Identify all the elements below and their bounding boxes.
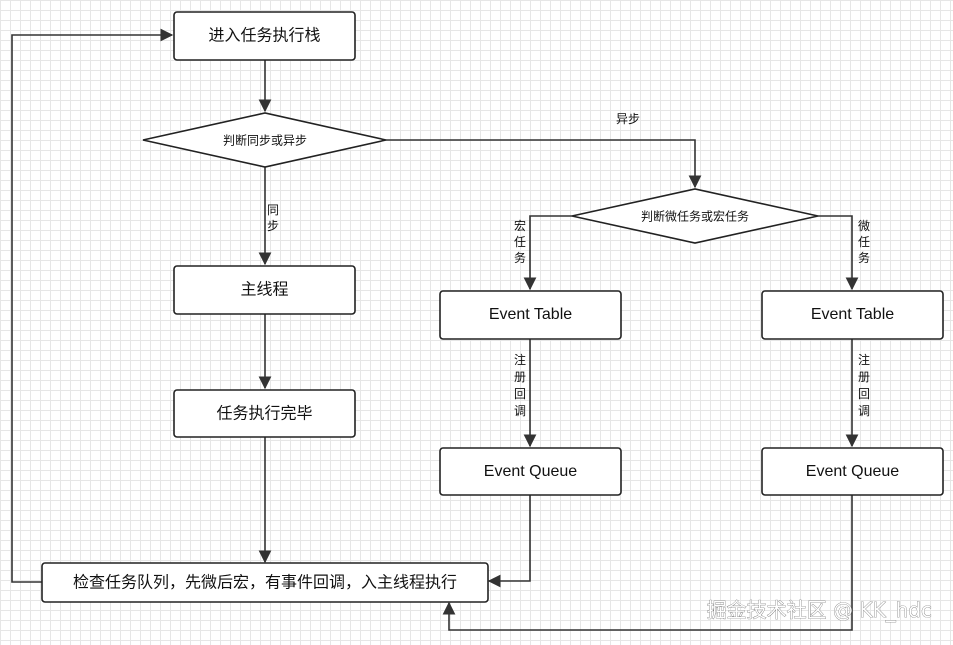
node-event-queue-macro-label: Event Queue [484, 463, 578, 480]
node-event-table-macro: Event Table [439, 290, 622, 340]
node-event-table-micro: Event Table [761, 290, 944, 340]
edge-label-sync: 同 步 [267, 203, 279, 233]
node-enter-stack: 进入任务执行栈 [173, 11, 356, 61]
edge-label-register-callback-char: 调 [858, 404, 870, 418]
edge-label-macro-task: 宏 任 务 [514, 218, 526, 265]
edge-label-register-callback-char: 册 [858, 370, 870, 384]
edge-decision-to-micro-macro [386, 139, 702, 189]
node-event-queue-micro: Event Queue [761, 447, 944, 496]
node-macro-micro-decision-label: 判断微任务或宏任务 [641, 209, 749, 224]
edge-queue-micro-to-check-queue [442, 495, 853, 631]
edge-label-register-callback-char: 调 [514, 404, 526, 418]
edge-label-register-callback-char: 注 [858, 352, 870, 367]
edge-label-register-callback-left: 注 册 回 调 [514, 352, 526, 418]
node-check-queue: 检查任务队列，先微后宏，有事件回调，入主线程执行 [41, 562, 489, 603]
edge-label-async: 异步 [616, 112, 640, 126]
edge-label-macro-task-char: 任 [514, 235, 526, 249]
edge-label-macro-task-char: 务 [514, 250, 526, 265]
node-event-queue-micro-label: Event Queue [806, 463, 900, 480]
node-event-table-macro-label: Event Table [489, 306, 572, 323]
node-event-queue-macro: Event Queue [439, 447, 622, 496]
node-event-table-micro-label: Event Table [811, 306, 894, 323]
node-task-done: 任务执行完毕 [173, 389, 356, 438]
node-task-done-label: 任务执行完毕 [216, 404, 312, 423]
node-sync-async-decision: 判断同步或异步 [142, 112, 387, 168]
edge-label-register-callback-right: 注 册 回 调 [858, 352, 870, 418]
edge-label-micro-task-char: 务 [858, 250, 870, 265]
node-main-thread-label: 主线程 [240, 280, 288, 299]
edge-label-micro-task-char: 任 [858, 235, 870, 249]
edge-label-macro-task-char: 宏 [514, 218, 526, 233]
edge-label-register-callback-char: 回 [858, 387, 870, 401]
watermark: 掘金技术社区 @ KK_hdc [707, 598, 932, 622]
edges [11, 28, 859, 631]
edge-label-sync-char: 步 [267, 219, 279, 233]
edge-label-register-callback-char: 注 [514, 352, 526, 367]
node-main-thread: 主线程 [173, 265, 356, 315]
node-macro-micro-decision: 判断微任务或宏任务 [571, 188, 819, 244]
edge-loop-back-to-enter-stack [11, 28, 174, 583]
edge-label-micro-task: 微 任 务 [858, 219, 870, 265]
edge-label-micro-task-char: 微 [858, 219, 870, 233]
edge-label-register-callback-char: 册 [514, 370, 526, 384]
edge-to-event-table-micro [818, 215, 859, 291]
node-enter-stack-label: 进入任务执行栈 [208, 26, 320, 45]
edge-label-register-callback-char: 回 [514, 387, 526, 401]
edge-queue-macro-to-check-queue [487, 495, 531, 588]
node-check-queue-label: 检查任务队列，先微后宏，有事件回调，入主线程执行 [73, 573, 457, 592]
edge-to-event-table-macro [523, 215, 572, 291]
edge-label-sync-char: 同 [267, 203, 279, 217]
node-sync-async-decision-label: 判断同步或异步 [223, 133, 307, 148]
